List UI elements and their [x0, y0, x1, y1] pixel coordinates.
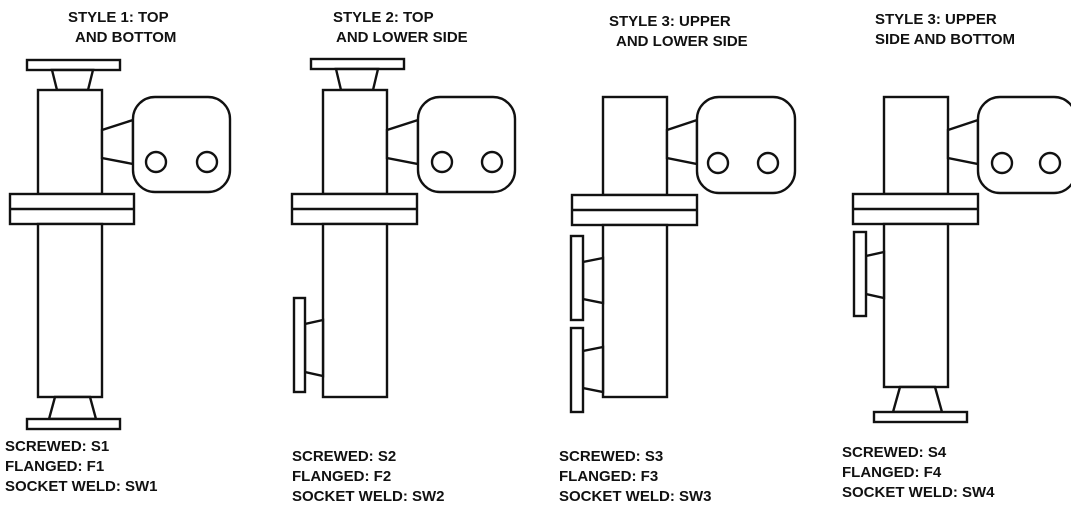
switch-housing: [416, 95, 517, 194]
switch-neck: [385, 118, 420, 166]
style-1-title-line-1: STYLE 1: TOP: [68, 9, 169, 26]
top-nozzle: [334, 67, 380, 92]
style-4-title-line-1: STYLE 3: UPPER: [875, 11, 997, 28]
style-2-connections: SCREWED: S2 FLANGED: F2 SOCKET WELD: SW2: [292, 447, 445, 507]
socket-weld-code: SOCKET WELD: SW4: [842, 484, 995, 501]
style-2-drawing: [290, 57, 517, 399]
socket-weld-code: SOCKET WELD: SW3: [559, 488, 712, 505]
indicator-right-icon: [756, 151, 780, 175]
side-nozzle: [303, 318, 325, 378]
top-flange: [309, 57, 406, 71]
screwed-code: SCREWED: S3: [559, 448, 664, 465]
switch-housing: [131, 95, 232, 194]
style-3-connections: SCREWED: S3 FLANGED: F3 SOCKET WELD: SW3: [559, 447, 712, 507]
top-nozzle: [50, 68, 95, 92]
bottom-flange: [872, 410, 969, 424]
style-4-connections: SCREWED: S4 FLANGED: F4 SOCKET WELD: SW4: [842, 443, 995, 503]
bottom-nozzle: [891, 385, 944, 414]
style-1-drawing: [8, 58, 232, 431]
style-4-drawing: [851, 95, 1071, 424]
lower-chamber: [601, 223, 669, 399]
switch-neck: [665, 118, 699, 166]
lower-side-flange: [569, 326, 585, 414]
lower-chamber: [36, 222, 104, 399]
style-1-title-line-2: AND BOTTOM: [75, 29, 177, 46]
upper-chamber: [601, 95, 669, 197]
upper-chamber: [36, 88, 104, 196]
style-3-title-line-2: AND LOWER SIDE: [616, 33, 748, 50]
top-flange: [25, 58, 122, 72]
socket-weld-code: SOCKET WELD: SW2: [292, 488, 445, 505]
switch-neck: [100, 118, 135, 166]
switch-housing: [695, 95, 797, 195]
upper-side-nozzle: [581, 256, 605, 305]
lower-chamber: [321, 222, 389, 399]
indicator-left-icon: [430, 150, 454, 174]
side-flange: [292, 296, 307, 394]
switch-housing: [976, 95, 1071, 195]
bottom-flange: [25, 417, 122, 431]
screwed-code: SCREWED: S2: [292, 448, 397, 465]
style-3-drawing: [569, 95, 797, 414]
flanged-code: FLANGED: F3: [559, 468, 659, 485]
screwed-code: SCREWED: S1: [5, 438, 110, 455]
style-2-title-line-1: STYLE 2: TOP: [333, 9, 434, 26]
bottom-nozzle: [47, 395, 98, 421]
indicator-right-icon: [1038, 151, 1062, 175]
style-1-title: STYLE 1: TOP AND BOTTOM: [68, 8, 176, 48]
side-nozzle: [864, 250, 886, 300]
style-4-title: STYLE 3: UPPER SIDE AND BOTTOM: [875, 10, 1015, 50]
upper-chamber: [321, 88, 389, 196]
indicator-right-icon: [195, 150, 219, 174]
flanged-code: FLANGED: F4: [842, 464, 942, 481]
style-4-title-line-2: SIDE AND BOTTOM: [875, 31, 1016, 48]
flanged-code: FLANGED: F2: [292, 468, 392, 485]
flanged-code: FLANGED: F1: [5, 458, 105, 475]
screwed-code: SCREWED: S4: [842, 444, 947, 461]
upper-chamber: [882, 95, 950, 196]
indicator-left-icon: [144, 150, 168, 174]
socket-weld-code: SOCKET WELD: SW1: [5, 478, 158, 495]
upper-side-flange: [569, 234, 585, 322]
style-3-title: STYLE 3: UPPER AND LOWER SIDE: [609, 12, 748, 52]
style-3-title-line-1: STYLE 3: UPPER: [609, 13, 731, 30]
style-2-title: STYLE 2: TOP AND LOWER SIDE: [333, 8, 468, 48]
indicator-left-icon: [990, 151, 1014, 175]
switch-neck: [946, 118, 980, 166]
lower-side-nozzle: [581, 345, 605, 394]
indicator-left-icon: [706, 151, 730, 175]
style-2-title-line-2: AND LOWER SIDE: [336, 29, 468, 46]
style-1-connections: SCREWED: S1 FLANGED: F1 SOCKET WELD: SW1: [5, 437, 158, 497]
lower-chamber: [882, 222, 950, 389]
side-flange: [852, 230, 868, 318]
indicator-right-icon: [480, 150, 504, 174]
